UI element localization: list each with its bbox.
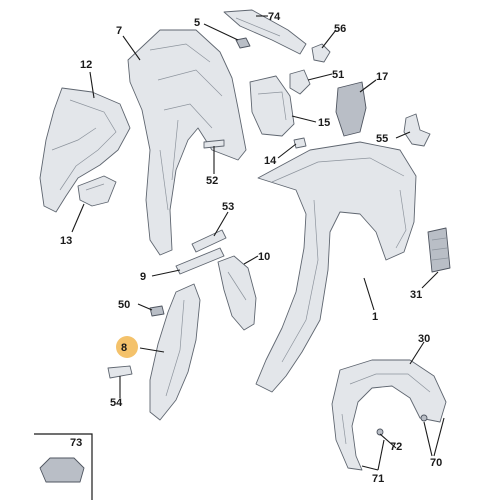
part-55-bracket: [403, 113, 431, 147]
part-31-vent-grille: [427, 227, 451, 273]
callout-8[interactable]: 8: [121, 342, 127, 354]
callout-56[interactable]: 56: [334, 23, 346, 35]
part-51-clip: [289, 69, 311, 95]
part-52-pin: [203, 139, 225, 149]
callout-30[interactable]: 30: [418, 333, 430, 345]
part-17-trim: [335, 81, 367, 137]
callout-1[interactable]: 1: [372, 311, 378, 323]
callout-31[interactable]: 31: [410, 289, 422, 301]
callout-51[interactable]: 51: [332, 69, 344, 81]
part-5-clip: [235, 37, 251, 49]
part-7-inner-quarter-panel: [127, 29, 247, 256]
callout-5[interactable]: 5: [194, 17, 200, 29]
part-8-lower-pillar: [149, 283, 201, 421]
callout-15[interactable]: 15: [318, 117, 330, 129]
part-53-brace: [191, 229, 227, 253]
part-13-bracket: [77, 175, 117, 207]
part-54-fastener: [107, 365, 133, 379]
callout-52[interactable]: 52: [206, 175, 218, 187]
part-72-clips: [376, 414, 428, 436]
callout-17[interactable]: 17: [376, 71, 388, 83]
callout-50[interactable]: 50: [118, 299, 130, 311]
part-12-inner-wheel-arch: [39, 87, 131, 213]
callout-54[interactable]: 54: [110, 397, 123, 409]
callout-70[interactable]: 70: [430, 457, 442, 469]
callout-71[interactable]: 71: [372, 473, 384, 485]
callout-10[interactable]: 10: [258, 251, 270, 263]
part-50-fastener: [149, 305, 165, 317]
selected-part-highlight: [116, 336, 138, 358]
leader-lines: [71, 15, 445, 471]
callout-7[interactable]: 7: [116, 25, 122, 37]
callout-9[interactable]: 9: [140, 271, 146, 283]
callout-74[interactable]: 74: [268, 11, 281, 23]
callout-13[interactable]: 13: [60, 235, 72, 247]
part-15-rear-panel: [249, 75, 295, 137]
callout-53[interactable]: 53: [222, 201, 234, 213]
part-10-reinforcement: [217, 255, 257, 331]
callout-55[interactable]: 55: [376, 133, 388, 145]
part-9-brace: [175, 247, 225, 275]
callout-72[interactable]: 72: [390, 441, 402, 453]
part-14-pin: [293, 137, 307, 149]
part-56-bracket: [311, 43, 331, 63]
part-74-upper-rail: [223, 9, 307, 55]
callout-labels: 7 5 74 56 12 51 17 15 55 14 52 53 13 10 …: [60, 11, 442, 485]
part-1-quarter-panel: [255, 141, 417, 393]
callout-73[interactable]: 73: [70, 437, 82, 449]
callout-12[interactable]: 12: [80, 59, 92, 71]
part-30-wheel-arch-liner: [331, 359, 447, 471]
callout-14[interactable]: 14: [264, 155, 277, 167]
part-73-inset: [34, 433, 93, 500]
